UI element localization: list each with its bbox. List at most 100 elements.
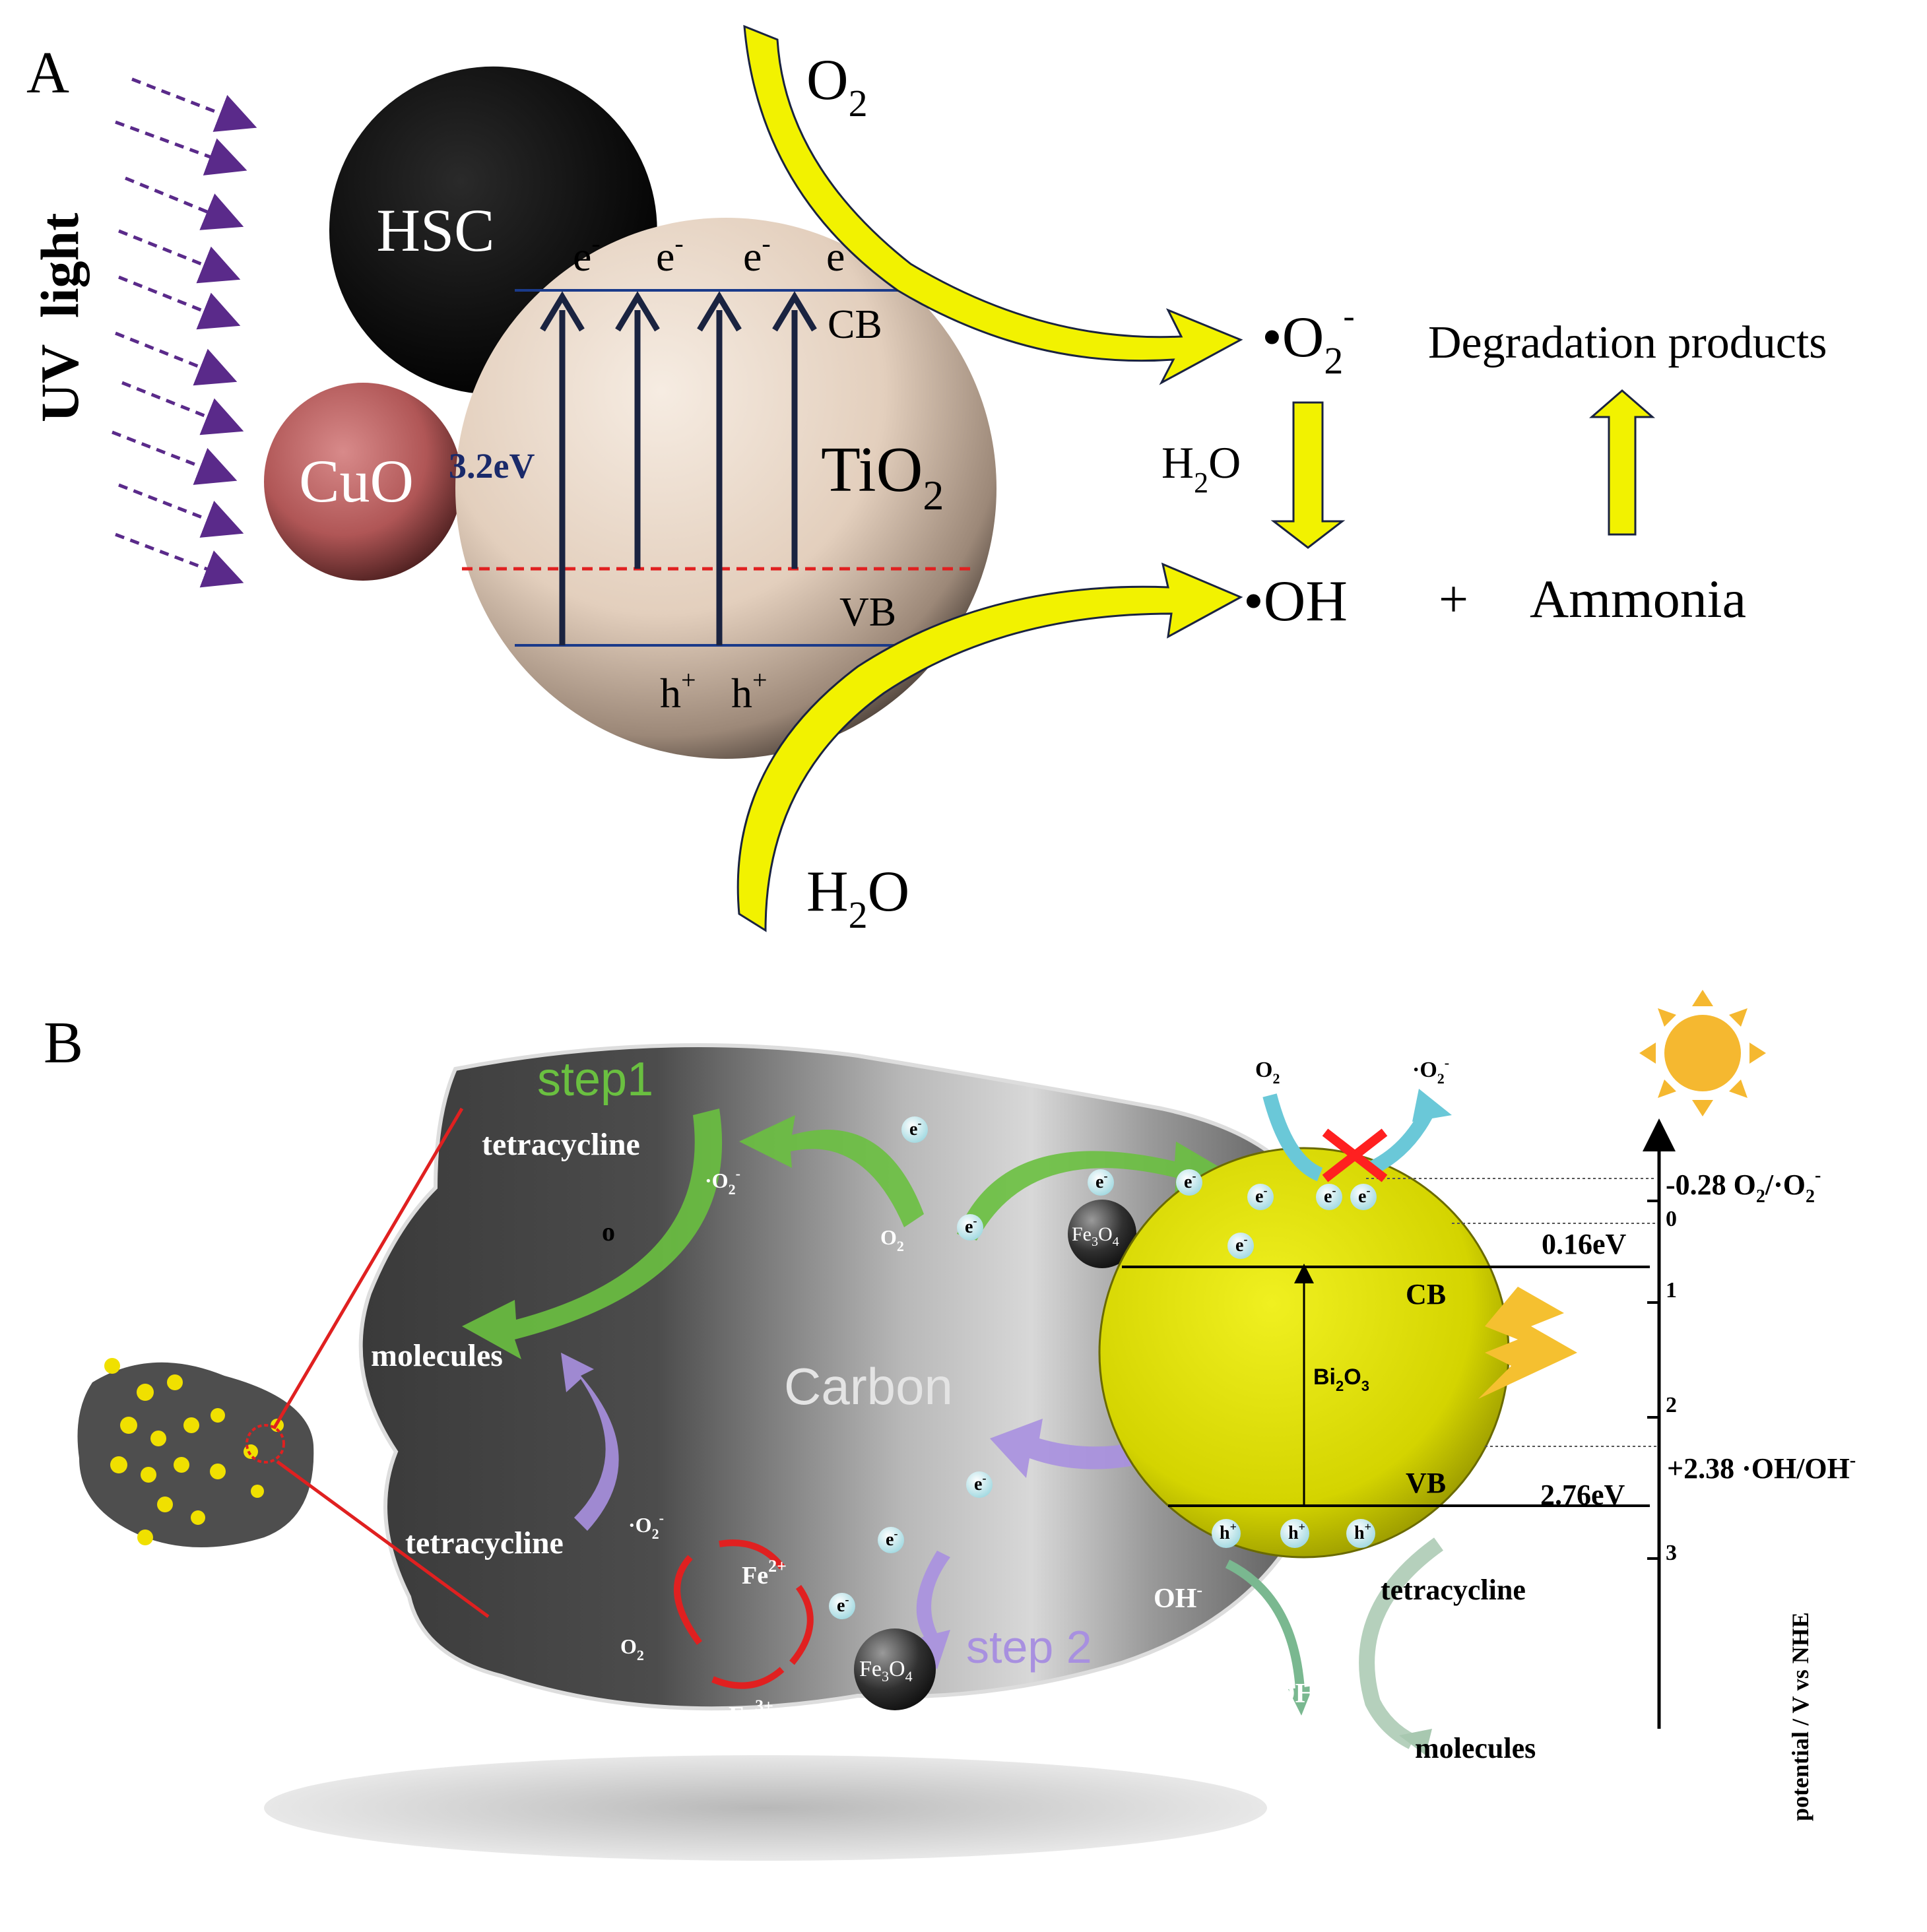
hole-bubbles: h+ h+ h+	[1212, 1519, 1375, 1548]
superoxide-label-b1: ·O2-	[705, 1165, 740, 1198]
electron-1: e-	[573, 228, 601, 280]
fe3o4-particle-top	[1068, 1200, 1136, 1268]
axis-tick-0: 0	[1666, 1207, 1677, 1231]
svg-text:e-: e-	[1324, 1184, 1336, 1207]
bi2o3-label: Bi2O3	[1313, 1365, 1369, 1394]
hole-bubble: h+	[1280, 1519, 1309, 1548]
fe3o4-label-bottom: Fe3O4	[859, 1657, 913, 1685]
zoom-line-top	[272, 1107, 464, 1430]
svg-text:e-: e-	[837, 1593, 849, 1616]
superoxide-label-b2: ·O2-	[628, 1510, 664, 1542]
oh-minus-label: OH-	[1154, 1580, 1202, 1614]
potential-axis-ticks	[1647, 1200, 1659, 1560]
zoom-circle	[245, 1424, 285, 1464]
blocked-o2-reduction	[1262, 1089, 1452, 1182]
degradation-label: Degradation products	[1428, 317, 1827, 368]
hole-bubble: h+	[1346, 1519, 1375, 1548]
electron-bubbles: e- e- e- e- e- e- e- e- e- e- e-	[829, 1116, 1377, 1619]
panel-a-label: A	[26, 40, 69, 106]
o2-label-b1: O2	[880, 1225, 904, 1254]
svg-text:e-: e-	[974, 1471, 986, 1495]
vb-label-b: VB	[1406, 1467, 1446, 1499]
electron-bubble: e-	[1176, 1169, 1202, 1196]
ring-o-label: o	[602, 1217, 615, 1246]
excitation-arrows	[540, 291, 817, 645]
superoxide-label-b3: ·O2-	[1412, 1054, 1449, 1087]
hydroxyl-label-b: ·OH	[1264, 1679, 1317, 1709]
electron-3: e-	[743, 228, 771, 280]
tio2-particle	[455, 218, 996, 759]
superoxide-label-a: •O2-	[1262, 298, 1355, 382]
electron-bubble: e-	[1227, 1233, 1254, 1259]
electron-bubble: e-	[1316, 1184, 1342, 1210]
lightning-icon	[1478, 1287, 1577, 1399]
composite-particle	[77, 1362, 314, 1547]
cuo-particle	[264, 383, 462, 581]
oh-potential-label: +2.38 ·OH/OH-	[1667, 1450, 1856, 1485]
svg-text:e-: e-	[1235, 1233, 1247, 1256]
o2-label-b2: O2	[620, 1634, 644, 1663]
axis-tick-1: 1	[1666, 1278, 1677, 1303]
cb-label-a: CB	[828, 302, 882, 347]
svg-text:e-: e-	[1255, 1184, 1267, 1207]
fe-redox-cycle	[674, 1539, 814, 1689]
potential-guide-lines	[1366, 1178, 1656, 1447]
hole-bubble: h+	[1212, 1519, 1241, 1548]
step1-label: step1	[537, 1053, 653, 1106]
svg-text:e-: e-	[965, 1214, 977, 1237]
svg-text:e-: e-	[1358, 1184, 1370, 1207]
svg-text:h+: h+	[1288, 1520, 1305, 1543]
fe3o4-particle-bottom	[854, 1628, 936, 1710]
svg-text:h+: h+	[1354, 1520, 1371, 1543]
svg-text:h+: h+	[1220, 1520, 1237, 1543]
tio2-label: TiO2	[821, 434, 944, 519]
electron-bubble: e-	[878, 1527, 904, 1553]
potential-axis-label: potential / V vs NHE	[1787, 1612, 1813, 1821]
electron-bubble: e-	[1247, 1184, 1274, 1210]
svg-text:e-: e-	[886, 1527, 898, 1550]
axis-tick-2: 2	[1666, 1393, 1677, 1417]
cb-energy-label: 0.16eV	[1542, 1228, 1627, 1260]
sun-icon	[1639, 990, 1766, 1116]
svg-text:e-: e-	[909, 1116, 921, 1140]
svg-text:e-: e-	[1095, 1169, 1107, 1192]
electron-bubble: e-	[901, 1116, 928, 1143]
hydroxyl-label-a: •OH	[1243, 569, 1348, 633]
zoom-line-bottom	[276, 1460, 490, 1619]
hole-2: h+	[731, 665, 768, 717]
electron-2: e-	[656, 228, 684, 280]
h2o-oxidation-arrow	[736, 562, 1243, 932]
step2-label: step 2	[966, 1621, 1092, 1673]
panel-b: B Carbon step1 tetracycline ·O2- o mole	[44, 990, 1856, 1861]
uv-light-label: UV light	[30, 213, 90, 422]
step1-arrows	[462, 1109, 1221, 1359]
tetracycline-label-3: tetracycline	[1381, 1574, 1526, 1606]
electron-bubble: e-	[966, 1471, 993, 1498]
o2-reduction-arrow	[743, 24, 1243, 385]
h2o-label-mid: H2O	[1161, 437, 1241, 499]
molecules-label-2: molecules	[1415, 1732, 1536, 1764]
up-arrow	[1588, 389, 1656, 536]
uv-light-arrows	[112, 77, 257, 588]
electron-bubble: e-	[1088, 1169, 1114, 1196]
electron-bubble: e-	[1350, 1184, 1377, 1210]
right-oxidation-arrows	[1225, 1537, 1443, 1755]
vb-label-a: VB	[839, 590, 896, 635]
fe3-label: Fe3+	[729, 1696, 773, 1729]
o2-label-b3: O2	[1255, 1058, 1280, 1087]
axis-tick-3: 3	[1666, 1541, 1677, 1565]
ammonia-label: Ammonia	[1530, 569, 1746, 629]
cuo-label: CuO	[299, 447, 414, 515]
fe2-label: Fe2+	[742, 1557, 787, 1590]
o2-potential-label: -0.28 O2/·O2-	[1666, 1165, 1821, 1207]
svg-text:e-: e-	[1184, 1169, 1196, 1192]
electron-bubble: e-	[957, 1214, 983, 1240]
carbon-label: Carbon	[784, 1357, 953, 1415]
tetracycline-label-1: tetracycline	[482, 1127, 640, 1162]
hsc-label: HSC	[377, 197, 495, 264]
down-arrow	[1270, 401, 1346, 549]
panel-b-label: B	[44, 1010, 83, 1076]
cb-label-b: CB	[1406, 1278, 1446, 1310]
tetracycline-label-2: tetracycline	[405, 1526, 564, 1561]
